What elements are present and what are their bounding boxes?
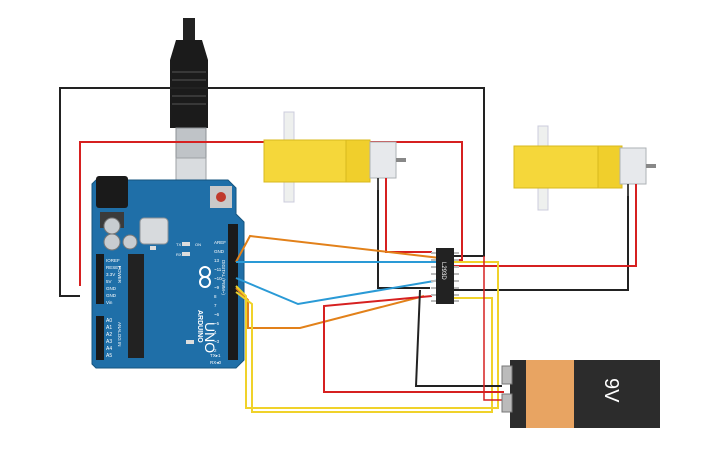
- pin-label-7: 7: [214, 303, 217, 308]
- power-label-reset: RESET: [106, 265, 121, 270]
- power-label-vin: Vin: [106, 300, 113, 305]
- motor-2-neck: [597, 145, 623, 189]
- wire-yellow-1[interactable]: [235, 261, 499, 409]
- driver-label: L293D: [440, 262, 446, 280]
- reset-button[interactable]: [216, 192, 226, 202]
- wire-motor2-black[interactable]: [448, 196, 629, 291]
- power-header: [96, 254, 104, 304]
- wire-battery-red[interactable]: [323, 295, 504, 393]
- pin-label-4: 4: [214, 330, 217, 335]
- motor-1-can: [369, 141, 397, 179]
- battery-body-black: [574, 360, 660, 428]
- led-on: [182, 242, 190, 246]
- wire-black-loop[interactable]: [59, 87, 485, 297]
- pin-label-13: 13: [214, 258, 220, 263]
- pin-label-10: ~10: [214, 276, 222, 281]
- wire-motor2-red[interactable]: [448, 196, 637, 267]
- pin-label-5: ~5: [214, 321, 220, 326]
- battery-label: 9V: [600, 378, 622, 403]
- analog-header-label: ANALOG IN: [117, 322, 122, 347]
- pin-label-8: 8: [214, 294, 217, 299]
- analog-label-a2: A2: [106, 332, 112, 338]
- arduino-logo: [199, 266, 211, 288]
- wire-orange-2[interactable]: [235, 287, 425, 329]
- crystal: [139, 217, 169, 245]
- motor-2-shaft: [646, 164, 656, 168]
- power-label-5v: 5V: [106, 279, 112, 284]
- usb-cable-cord: [183, 18, 195, 40]
- capacitor-2: [103, 233, 121, 251]
- analog-header: [96, 316, 104, 360]
- pin-label-tx: TX▸1: [210, 353, 221, 358]
- wire-motor1-red[interactable]: [385, 190, 432, 253]
- battery-body-orange: [526, 360, 574, 428]
- power-label-33v: 3.3V: [106, 272, 115, 277]
- battery-9v[interactable]: 9V: [501, 360, 660, 428]
- battery-terminals-cap: [510, 360, 526, 428]
- led-tx: [182, 252, 190, 256]
- power-jack: [96, 176, 128, 208]
- board-brand: ARDUINO: [196, 310, 203, 343]
- power-header-label: POWER: [117, 266, 122, 284]
- analog-label-a4: A4: [106, 346, 112, 352]
- capacitor-3: [122, 234, 138, 250]
- wire-battery-red-2[interactable]: [483, 256, 502, 401]
- pin-label-aref: AREF: [214, 240, 226, 245]
- led-label-rx: RX: [176, 252, 182, 257]
- led-l: [186, 340, 194, 344]
- pin-label-6: ~6: [214, 312, 220, 317]
- arduino-board[interactable]: ARDUINO UNO AREF GND 13 ~11 ~10 ~9 8 7 ~…: [91, 176, 245, 369]
- led-label-tx: TX: [176, 242, 181, 247]
- pin-label-rx: RX◂0: [210, 360, 222, 365]
- digital-header: [228, 224, 238, 360]
- digital-label: DIGITAL (PWM~): [221, 260, 226, 295]
- pin-label-9: ~9: [214, 285, 220, 290]
- led-label-on: ON: [195, 242, 201, 247]
- dc-motor-1[interactable]: [263, 111, 406, 203]
- motor-1-gearbox: [263, 139, 359, 183]
- analog-label-a3: A3: [106, 339, 112, 345]
- capacitor-1: [103, 217, 121, 235]
- pin-label-gnd: GND: [214, 249, 225, 254]
- small-smd-1: [150, 246, 156, 250]
- atmega-chip: [128, 254, 144, 358]
- motor-2-can: [619, 147, 647, 185]
- wire-battery-black[interactable]: [414, 289, 502, 387]
- analog-label-a0: A0: [106, 318, 112, 324]
- power-label-ioref: IOREF: [106, 258, 120, 263]
- l293d-driver[interactable]: L293D: [431, 248, 459, 304]
- usb-cable[interactable]: [170, 18, 208, 185]
- pin-label-11: ~11: [214, 267, 222, 272]
- motor-1-neck: [345, 139, 371, 183]
- analog-label-a5: A5: [106, 353, 112, 359]
- board-model: UNO: [202, 322, 218, 353]
- pin-label-3: ~3: [214, 339, 220, 344]
- wire-motor1-black[interactable]: [377, 190, 430, 289]
- usb-plug-body: [170, 40, 208, 128]
- driver-chip-body: [436, 248, 454, 304]
- analog-label-a1: A1: [106, 325, 112, 331]
- motor-2-gearbox: [513, 145, 609, 189]
- wire-blue-2[interactable]: [235, 277, 441, 306]
- wire-orange-1[interactable]: [235, 234, 441, 263]
- motor-1-shaft: [396, 158, 406, 162]
- battery-terminal-negative[interactable]: [501, 393, 513, 413]
- power-label-gnd2: GND: [106, 293, 117, 298]
- battery-terminal-positive[interactable]: [501, 365, 513, 385]
- wire-yellow-2[interactable]: [235, 291, 493, 413]
- power-label-gnd1: GND: [106, 286, 117, 291]
- dc-motor-2[interactable]: [513, 125, 656, 211]
- pin-label-2: 2: [214, 348, 217, 353]
